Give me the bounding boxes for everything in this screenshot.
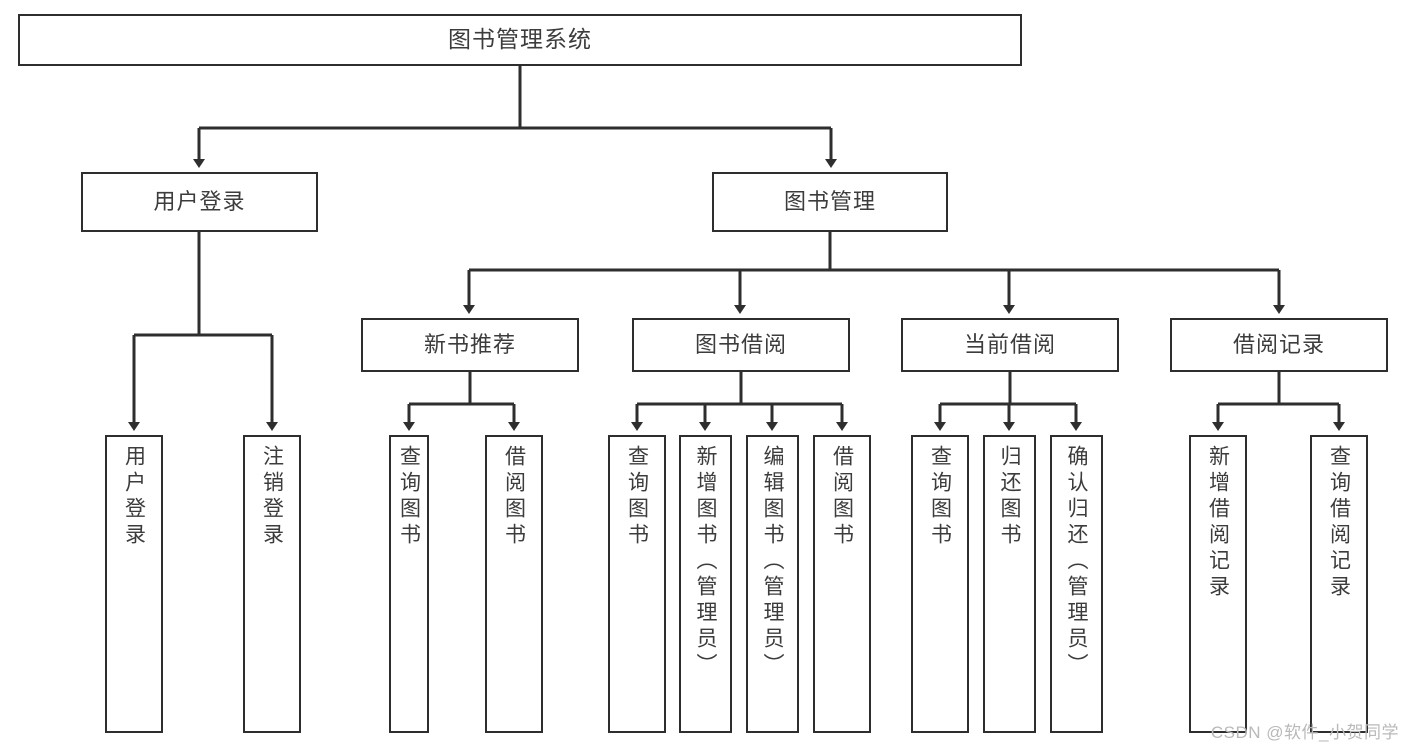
node-borrow-record-label: 借阅记录 <box>1232 331 1325 357</box>
node-leaf[interactable]: 查询图书 <box>389 435 429 733</box>
node-current-borrow[interactable]: 当前借阅 <box>901 318 1119 372</box>
node-leaf-label: 新增图书（管理员） <box>694 445 717 679</box>
node-leaf[interactable]: 注销登录 <box>243 435 301 733</box>
node-book-borrow[interactable]: 图书借阅 <box>632 318 850 372</box>
node-new-book-recommend[interactable]: 新书推荐 <box>361 318 579 372</box>
node-leaf[interactable]: 借阅图书 <box>813 435 871 733</box>
node-leaf[interactable]: 借阅图书 <box>485 435 543 733</box>
node-book-management[interactable]: 图书管理 <box>712 172 948 232</box>
node-user-login[interactable]: 用户登录 <box>81 172 318 232</box>
node-leaf-label: 编辑图书（管理员） <box>761 445 784 679</box>
node-leaf[interactable]: 查询借阅记录 <box>1310 435 1368 733</box>
node-leaf-label: 归还图书 <box>998 445 1021 549</box>
node-book-management-label: 图书管理 <box>783 188 876 214</box>
node-leaf[interactable]: 新增图书（管理员） <box>679 435 732 733</box>
node-leaf[interactable]: 新增借阅记录 <box>1189 435 1247 733</box>
node-leaf[interactable]: 归还图书 <box>983 435 1036 733</box>
node-leaf-label: 查询图书 <box>397 445 421 549</box>
node-book-borrow-label: 图书借阅 <box>694 331 787 357</box>
node-leaf-label: 借阅图书 <box>830 445 854 549</box>
watermark: CSDN @软件_小贺同学 <box>1210 723 1399 742</box>
node-root[interactable]: 图书管理系统 <box>18 14 1022 66</box>
node-leaf-label: 新增借阅记录 <box>1206 445 1230 601</box>
node-leaf-label: 查询图书 <box>928 445 952 549</box>
node-leaf[interactable]: 用户登录 <box>105 435 163 733</box>
node-leaf-label: 借阅图书 <box>502 445 526 549</box>
node-leaf-label: 查询借阅记录 <box>1327 445 1351 601</box>
node-leaf-label: 用户登录 <box>122 445 146 549</box>
node-borrow-record[interactable]: 借阅记录 <box>1170 318 1388 372</box>
node-leaf-label: 查询图书 <box>625 445 649 549</box>
node-root-label: 图书管理系统 <box>448 26 592 53</box>
node-leaf-label: 注销登录 <box>260 445 284 549</box>
node-leaf[interactable]: 查询图书 <box>608 435 666 733</box>
node-leaf[interactable]: 编辑图书（管理员） <box>746 435 799 733</box>
node-leaf-label: 确认归还（管理员） <box>1065 445 1088 679</box>
node-leaf[interactable]: 确认归还（管理员） <box>1050 435 1103 733</box>
node-leaf[interactable]: 查询图书 <box>911 435 969 733</box>
node-current-borrow-label: 当前借阅 <box>963 331 1056 357</box>
node-new-book-recommend-label: 新书推荐 <box>423 331 516 357</box>
node-user-login-label: 用户登录 <box>153 188 246 214</box>
